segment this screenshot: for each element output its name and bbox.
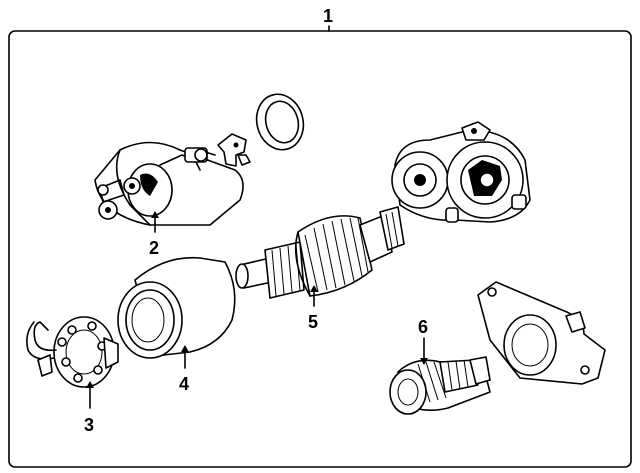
- callout-2-label: 2: [149, 238, 159, 258]
- callout-5-label: 5: [308, 312, 318, 332]
- callout-4-label: 4: [179, 374, 189, 394]
- brush-holder-part[interactable]: [26, 316, 119, 388]
- armature-part[interactable]: [235, 206, 405, 299]
- assembly-frame: [8, 30, 632, 468]
- pinion-gear-part[interactable]: [389, 356, 491, 415]
- seal-ring[interactable]: [251, 89, 310, 155]
- drive-end-housing[interactable]: [391, 121, 531, 223]
- callout-1[interactable]: 1: [323, 6, 333, 32]
- callout-6[interactable]: 6: [418, 317, 428, 365]
- end-frame[interactable]: [477, 281, 606, 385]
- callout-1-label: 1: [323, 6, 333, 26]
- callout-2[interactable]: 2: [149, 211, 159, 258]
- yoke-part[interactable]: [117, 256, 236, 359]
- callout-5[interactable]: 5: [308, 285, 318, 332]
- callout-3-label: 3: [84, 415, 94, 435]
- solenoid-switch-part[interactable]: [94, 141, 244, 226]
- callout-6-label: 6: [418, 317, 428, 337]
- callout-3[interactable]: 3: [84, 381, 94, 435]
- callout-4[interactable]: 4: [179, 345, 189, 394]
- plunger-lever[interactable]: [217, 133, 251, 167]
